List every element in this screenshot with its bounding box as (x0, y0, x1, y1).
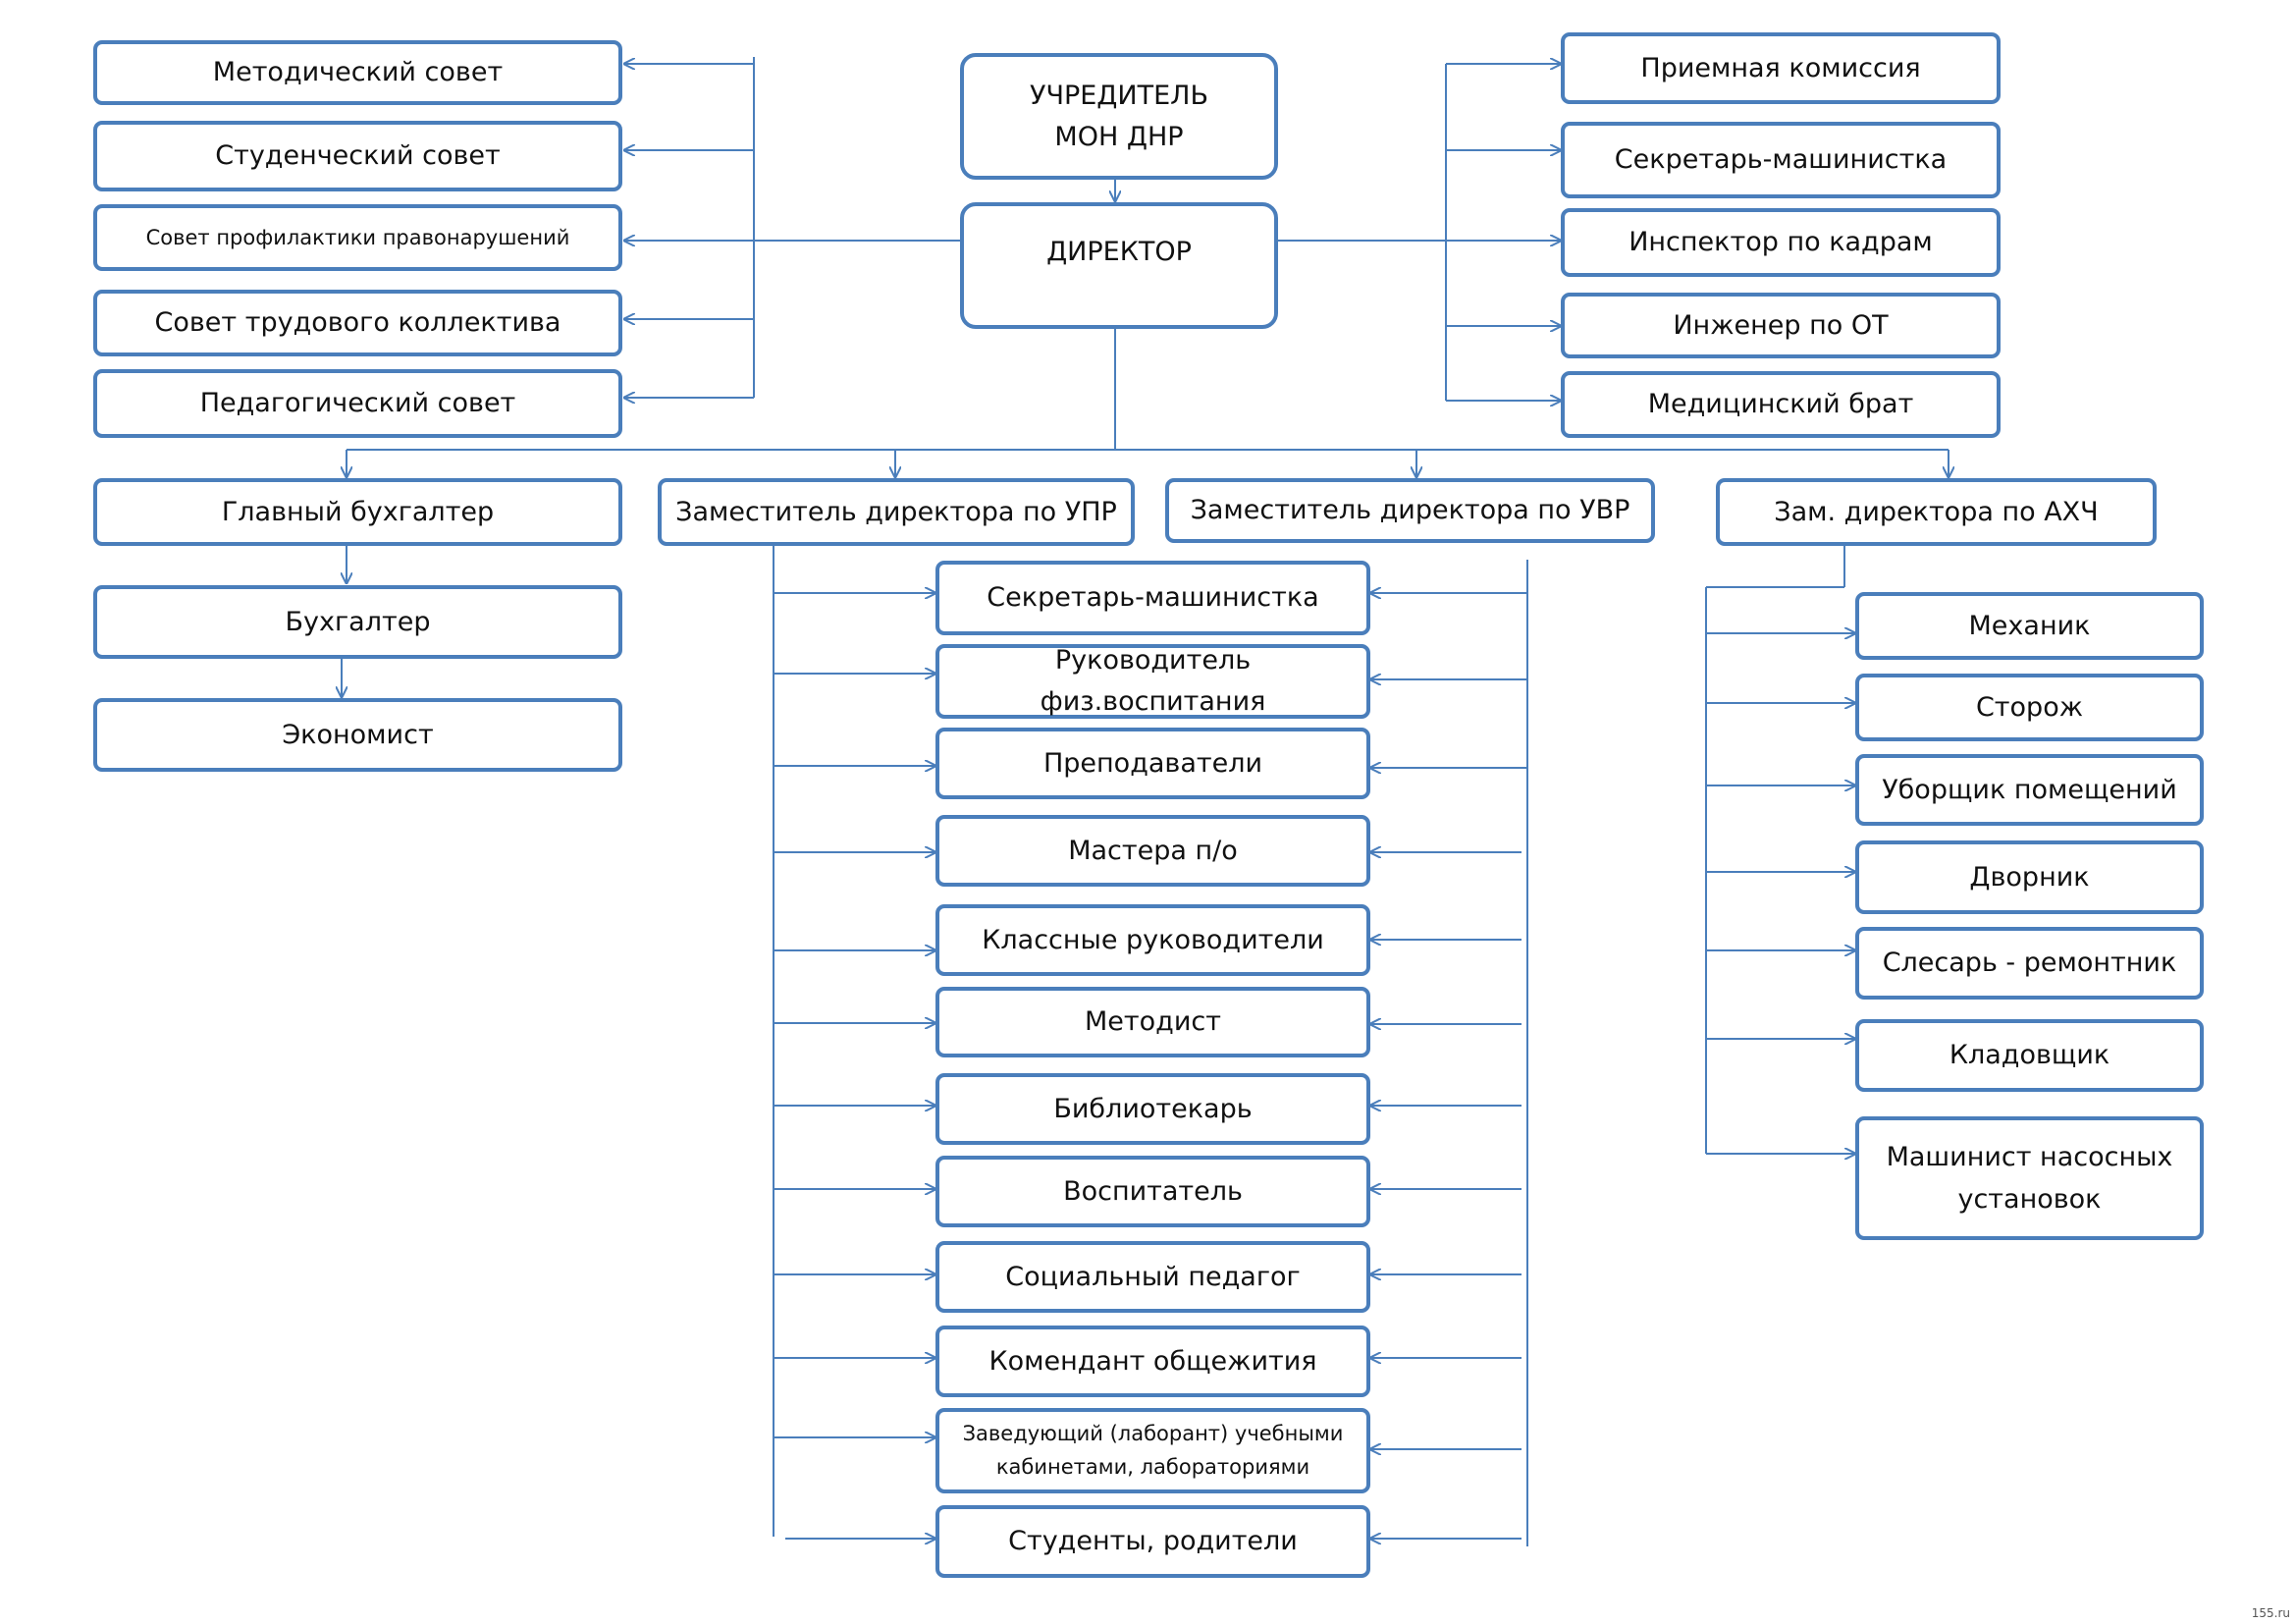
staff-hr-inspector: Инспектор по кадрам (1561, 208, 2001, 277)
staff-admissions: Приемная комиссия (1561, 32, 2001, 104)
founder-box: УЧРЕДИТЕЛЬ МОН ДНР (960, 53, 1278, 180)
council-offense-prevention: Совет профилактики правонарушений (93, 204, 622, 271)
ahch-storekeeper: Кладовщик (1855, 1019, 2204, 1092)
council-student: Студенческий совет (93, 121, 622, 191)
deputy-chief-accountant: Главный бухгалтер (93, 478, 622, 546)
council-pedagogical: Педагогический совет (93, 369, 622, 438)
shared-class-teachers: Классные руководители (935, 904, 1370, 976)
shared-phys-ed-head: Руководитель физ.воспитания (935, 644, 1370, 719)
deputy-upr: Заместитель директора по УПР (658, 478, 1135, 546)
accountant-box: Бухгалтер (93, 585, 622, 659)
council-methodical: Методический совет (93, 40, 622, 105)
shared-librarian: Библиотекарь (935, 1073, 1370, 1145)
staff-safety-engineer: Инженер по ОТ (1561, 293, 2001, 358)
shared-methodist: Методист (935, 987, 1370, 1057)
economist-box: Экономист (93, 698, 622, 772)
council-labor-collective: Совет трудового коллектива (93, 290, 622, 356)
deputy-uvr: Заместитель директора по УВР (1165, 478, 1655, 543)
ahch-janitor: Дворник (1855, 840, 2204, 914)
ahch-guard: Сторож (1855, 674, 2204, 741)
deputy-ahch: Зам. директора по АХЧ (1716, 478, 2157, 546)
shared-social-pedagogue: Социальный педагог (935, 1241, 1370, 1313)
shared-teachers: Преподаватели (935, 728, 1370, 799)
ahch-cleaner: Уборщик помещений (1855, 754, 2204, 826)
shared-secretary: Секретарь-машинистка (935, 561, 1370, 635)
staff-secretary: Секретарь-машинистка (1561, 122, 2001, 198)
ahch-locksmith: Слесарь - ремонтник (1855, 927, 2204, 1000)
ahch-mechanic: Механик (1855, 592, 2204, 660)
shared-lab-head: Заведующий (лаборант) учебными кабинетам… (935, 1408, 1370, 1493)
shared-educator: Воспитатель (935, 1156, 1370, 1227)
ahch-pump-operator: Машинист насосных установок (1855, 1116, 2204, 1240)
shared-students-parents: Студенты, родители (935, 1505, 1370, 1578)
shared-masters: Мастера п/о (935, 815, 1370, 887)
staff-medic: Медицинский брат (1561, 371, 2001, 438)
director-box: ДИРЕКТОР (960, 202, 1278, 329)
shared-dorm-commandant: Комендант общежития (935, 1326, 1370, 1397)
watermark: 155.ru (2251, 1606, 2290, 1620)
